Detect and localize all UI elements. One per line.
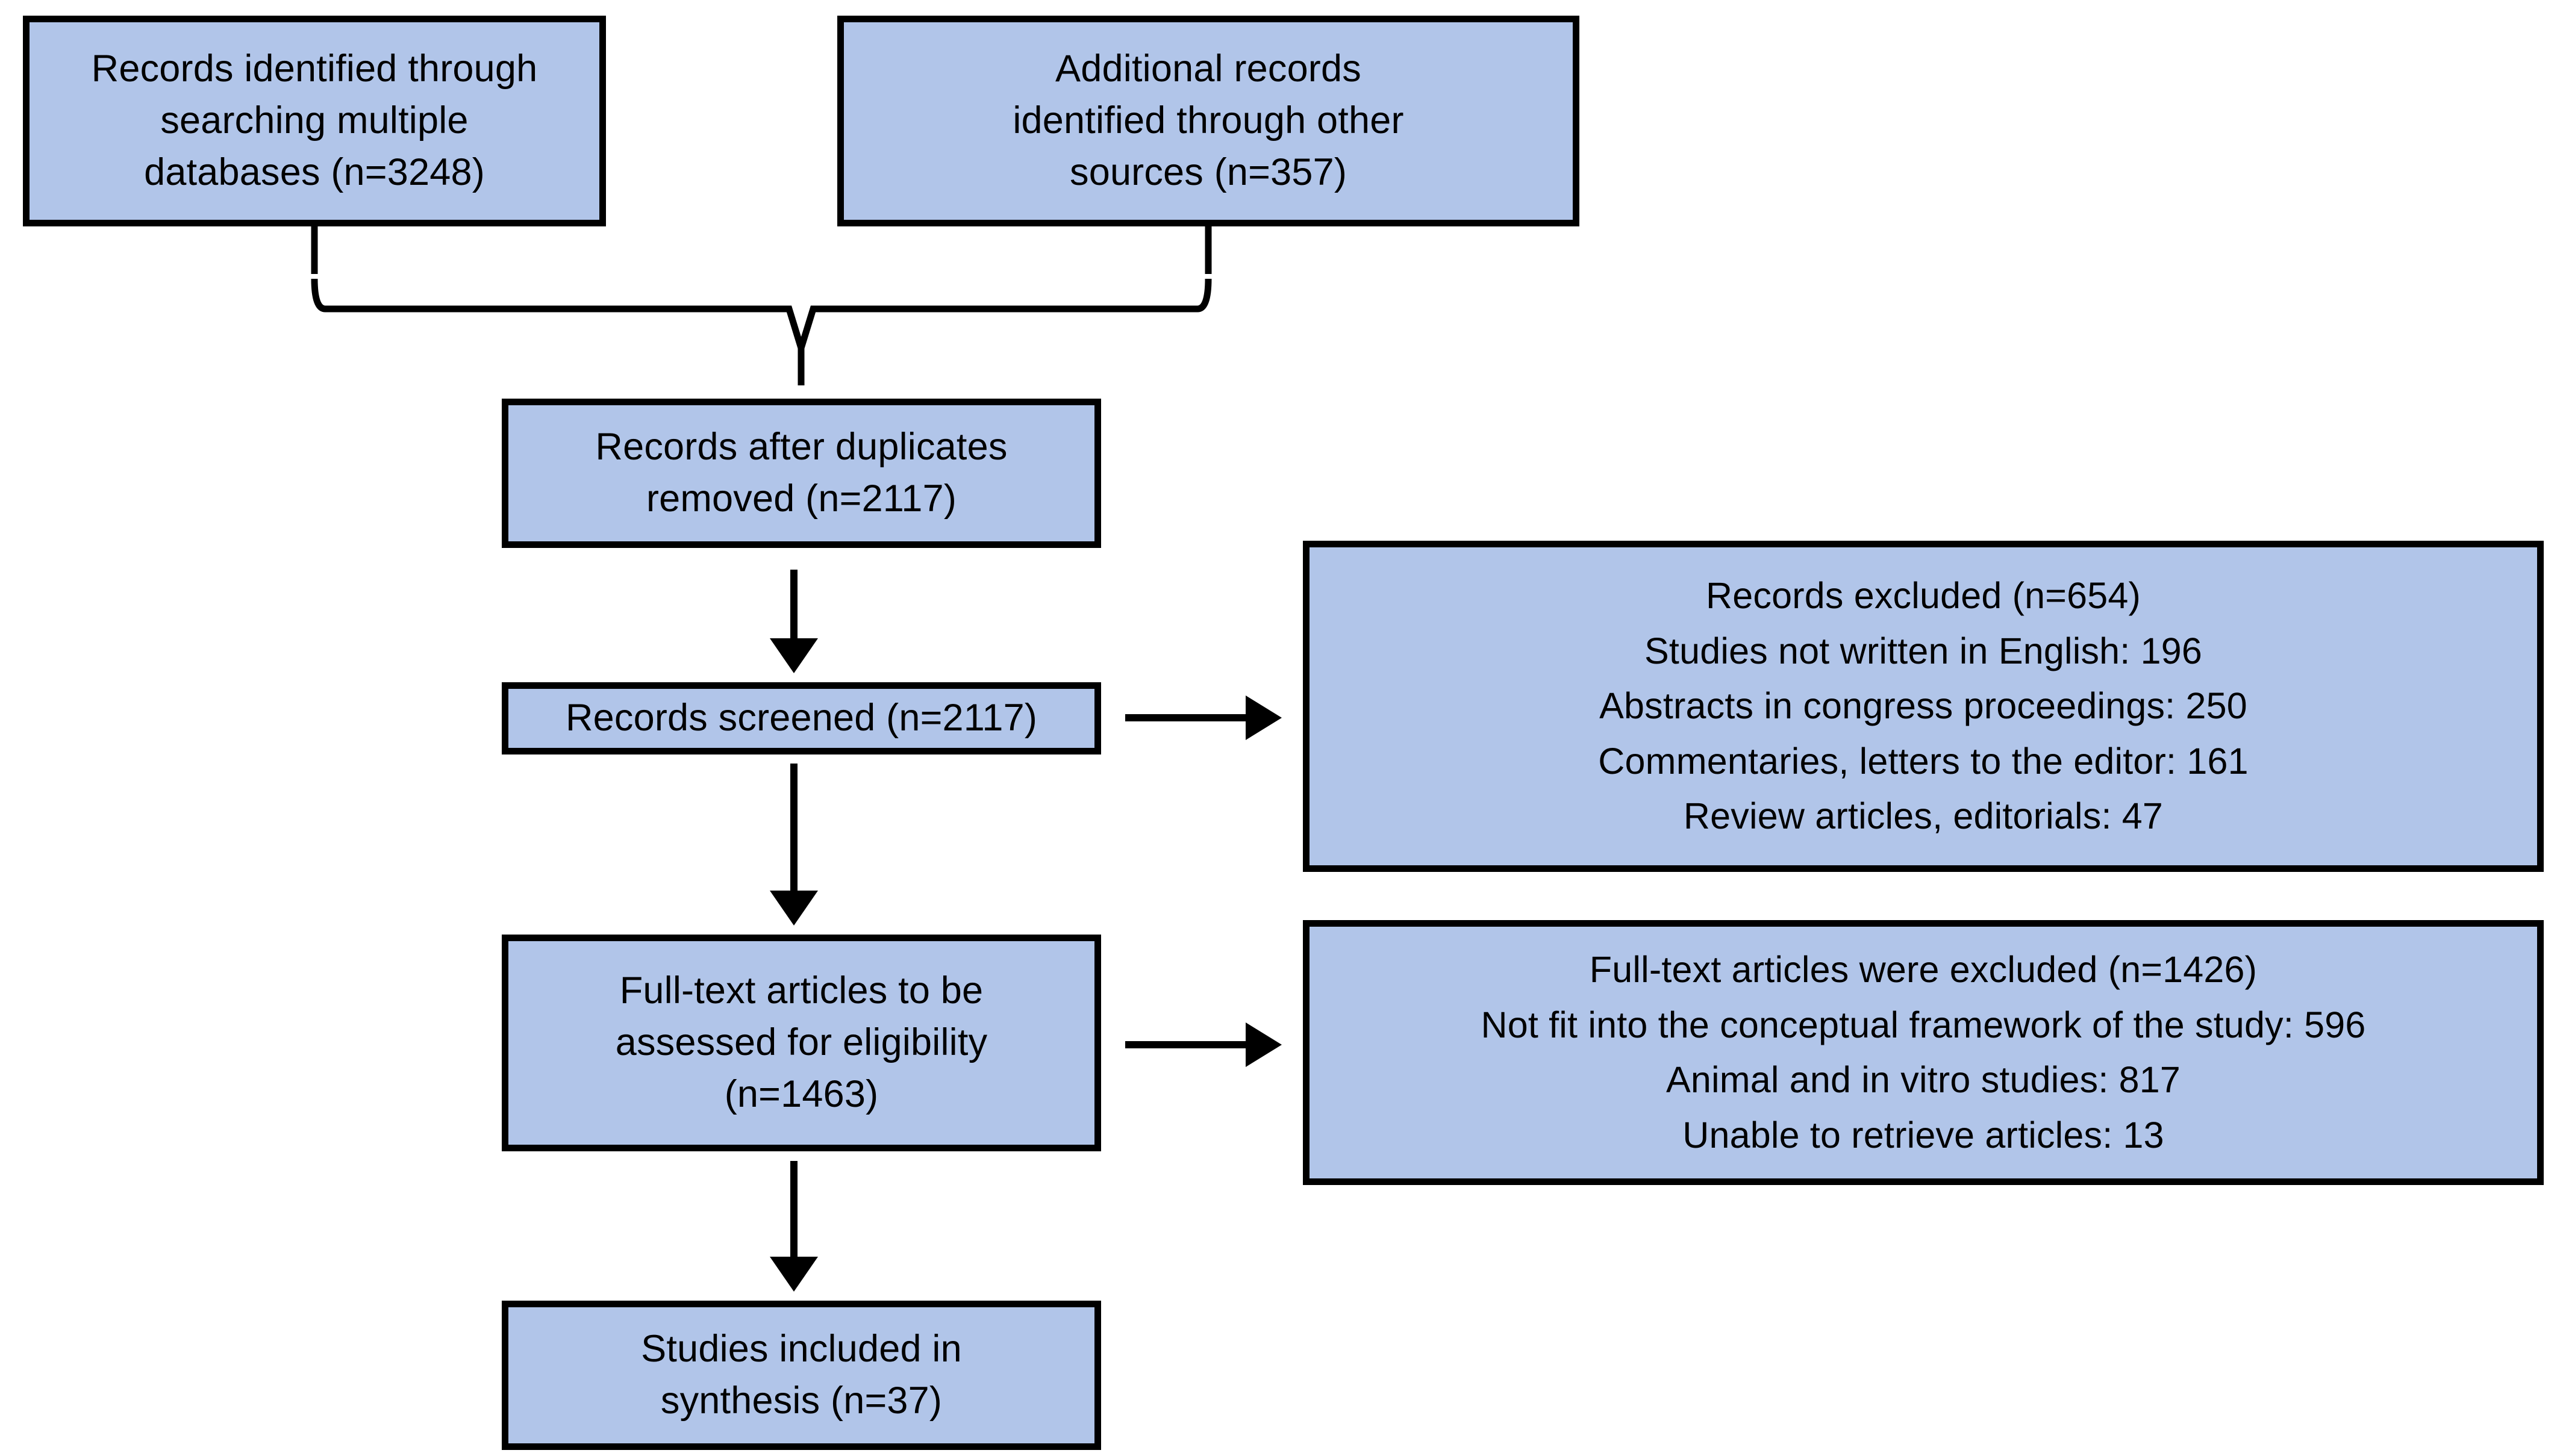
node-line: Studies not written in English: 196 bbox=[1644, 630, 2202, 671]
node-fulltext-articles-excluded: Full-text articles were excluded (n=1426… bbox=[1303, 920, 2544, 1185]
node-records-screened: Records screened (n=2117) bbox=[502, 682, 1101, 754]
arrow-screened-to-fulltext bbox=[770, 764, 818, 926]
node-line: Full-text articles to be bbox=[619, 969, 984, 1012]
node-line: synthesis (n=37) bbox=[660, 1380, 943, 1422]
node-studies-included-in-synthesis: Studies included in synthesis (n=37) bbox=[502, 1301, 1101, 1450]
node-line: Commentaries, letters to the editor: 161 bbox=[1598, 740, 2249, 782]
node-line: sources (n=357) bbox=[1070, 151, 1347, 193]
node-line: removed (n=2117) bbox=[646, 478, 957, 520]
node-line: Records excluded (n=654) bbox=[1706, 575, 2141, 617]
node-line: identified through other bbox=[1013, 99, 1404, 142]
node-line: Records identified through bbox=[91, 48, 538, 90]
node-line: searching multiple bbox=[160, 99, 469, 142]
node-line: Additional records bbox=[1055, 48, 1361, 90]
node-line: Records screened (n=2117) bbox=[565, 697, 1038, 739]
node-records-after-duplicates-removed: Records after duplicates removed (n=2117… bbox=[502, 399, 1101, 548]
node-line: Animal and in vitro studies: 817 bbox=[1665, 1059, 2181, 1100]
node-line: Full-text articles were excluded (n=1426… bbox=[1589, 949, 2258, 990]
node-records-excluded: Records excluded (n=654) Studies not wri… bbox=[1303, 541, 2544, 872]
arrow-fulltext-to-included bbox=[770, 1161, 818, 1292]
node-line: Unable to retrieve articles: 13 bbox=[1682, 1114, 2164, 1156]
node-line: (n=1463) bbox=[724, 1072, 879, 1115]
node-line: Abstracts in congress proceedings: 250 bbox=[1599, 685, 2247, 727]
arrow-duplicates-to-screened bbox=[770, 570, 818, 673]
node-additional-records-other-sources: Additional records identified through ot… bbox=[837, 16, 1579, 226]
node-line: Review articles, editorials: 47 bbox=[1683, 795, 2164, 837]
node-fulltext-articles-assessed: Full-text articles to be assessed for el… bbox=[502, 935, 1101, 1151]
node-records-identified-databases: Records identified through searching mul… bbox=[23, 16, 606, 226]
node-line: assessed for eligibility bbox=[615, 1021, 988, 1064]
node-line: Records after duplicates bbox=[595, 426, 1008, 468]
arrow-fulltext-to-excluded bbox=[1125, 1022, 1282, 1067]
node-line: databases (n=3248) bbox=[144, 151, 485, 193]
arrow-screened-to-excluded bbox=[1125, 695, 1282, 740]
merge-brace-connector bbox=[311, 226, 1212, 385]
node-line: Studies included in bbox=[641, 1328, 962, 1370]
node-line: Not fit into the conceptual framework of… bbox=[1481, 1004, 2366, 1045]
